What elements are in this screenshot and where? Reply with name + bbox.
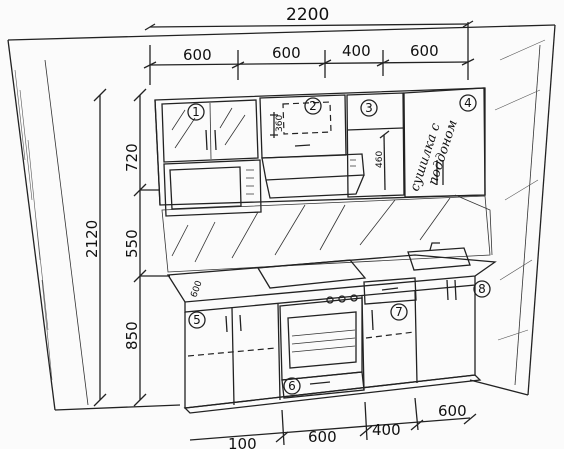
counter-depth: 600: [189, 279, 204, 299]
lower-width-3: 400: [372, 421, 401, 439]
module-2-number: 2: [309, 99, 317, 113]
shelf-height: 460: [375, 151, 385, 168]
total-width-label: 2200: [286, 5, 329, 25]
backsplash: [161, 194, 493, 273]
hood-cabinet-height: 360: [275, 115, 285, 132]
module-1-marker: [187, 103, 205, 121]
base-height-label: 850: [123, 321, 141, 350]
module-3-marker: [360, 99, 378, 117]
upper-width-2: 600: [272, 44, 301, 62]
module-5-marker: [188, 311, 206, 329]
module-7-number: 7: [395, 305, 403, 319]
module-6-marker: [283, 377, 301, 395]
upper-width-1: 600: [183, 46, 212, 64]
module-8-number: 8: [478, 282, 486, 296]
module-markers: 1 2 3 4 5 6 7 8: [187, 94, 491, 395]
module-4-marker: [459, 94, 477, 112]
lower-width-4: 600: [438, 402, 467, 420]
module-5-number: 5: [193, 313, 201, 327]
module-1-number: 1: [192, 105, 200, 119]
wall-hatching: [14, 39, 546, 381]
bottom-dimensions: [189, 397, 477, 446]
worktop: 600: [166, 242, 497, 313]
upper-height-label: 720: [123, 143, 141, 172]
base-cabinets: [183, 277, 482, 414]
lower-width-1: 100: [228, 435, 257, 449]
backsplash-height-label: 550: [123, 229, 141, 258]
room-walls: [7, 22, 556, 411]
module-7-marker: [390, 303, 408, 321]
upper-width-4: 600: [410, 42, 439, 60]
upper-width-3: 400: [342, 42, 371, 60]
module-6-number: 6: [288, 379, 296, 393]
module-3-number: 3: [365, 101, 373, 115]
module-4-number: 4: [464, 96, 472, 110]
module-2-marker: [304, 97, 322, 115]
upper-cabinets: 360 460: [154, 87, 486, 217]
total-height-label: 2120: [83, 220, 101, 258]
lower-width-2: 600: [308, 428, 337, 446]
left-dimensions: [93, 88, 170, 407]
module-8-marker: [473, 280, 491, 298]
top-dimensions: [143, 20, 475, 80]
